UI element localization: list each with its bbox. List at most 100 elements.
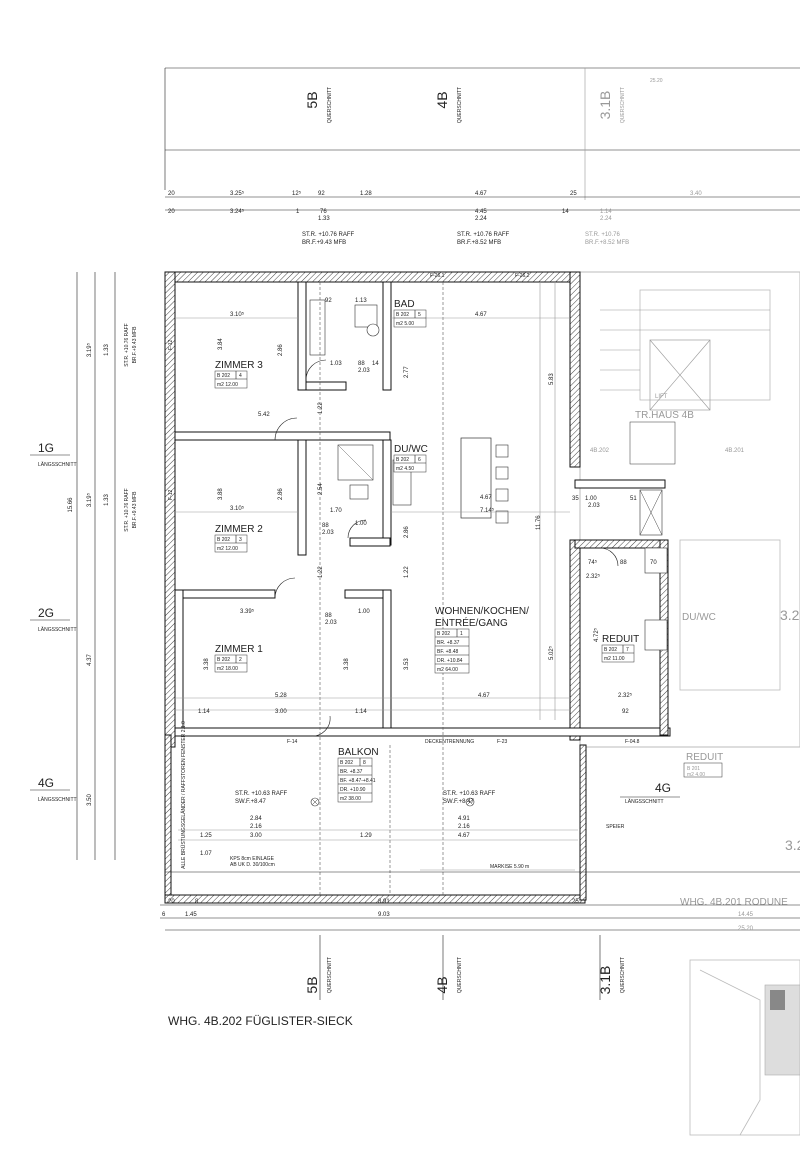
lift-label: LIFT <box>655 394 668 400</box>
td4: 92 <box>318 191 325 197</box>
left-total: 15.66 <box>68 497 74 513</box>
room-zimmer3: ZIMMER 3 B 202 4 m2 12.00 <box>214 360 263 389</box>
bottom-dimensions: 20 8 8.91 25 6 1.45 9.03 14.45 25.20 <box>160 871 800 932</box>
zimmer1-id: B 202 <box>217 657 230 663</box>
room-balkon: BALKON B 202 8 BR. +8.37 BF. +8.47-+8.41… <box>337 747 379 803</box>
d-z3384: 3.84 <box>218 338 224 350</box>
bk-speier: SPEIER <box>606 824 625 830</box>
d-114a: 1.14 <box>198 709 210 715</box>
neighbor-4b201: 4B.201 <box>725 448 745 454</box>
wohnen-dr: DR. +10.84 <box>437 658 463 664</box>
zimmer2-id: B 202 <box>217 537 230 543</box>
d-red88: 88 <box>620 560 627 566</box>
kitchen-island <box>460 437 492 519</box>
balkon-id: B 202 <box>340 760 353 766</box>
d-x203: 2.03 <box>588 503 600 509</box>
raff3b: BR.F.+8.52 MFB <box>585 240 629 246</box>
bk-d3: 3.00 <box>250 833 262 839</box>
raff1b: BR.F.+9.43 MFB <box>302 240 346 246</box>
duwc-id: B 202 <box>396 457 409 463</box>
d-583: 5.83 <box>549 373 555 385</box>
reduit2-area: m2 4.00 <box>687 772 705 778</box>
bd3: 8.91 <box>378 899 390 905</box>
d-1176: 11.76 <box>536 515 542 530</box>
d-114b: 1.14 <box>355 709 367 715</box>
axis-4b-bottom: 4B <box>434 976 450 993</box>
doors <box>274 359 619 737</box>
walls <box>164 271 671 904</box>
bk-d5: 4.91 <box>458 816 470 822</box>
bk-markise: MARKISE 5.90 m <box>490 864 529 870</box>
tag-f048: F-04.8 <box>625 739 640 745</box>
d-du170: 1.70 <box>330 508 342 514</box>
left-raff2b: BR.F.+9.43 MFB <box>132 491 138 528</box>
site-plan-inset <box>689 959 800 1136</box>
td12: 76 <box>320 209 327 215</box>
d-467c: 4.67 <box>478 693 490 699</box>
reduit-area: m2 11.00 <box>604 656 625 662</box>
room-zimmer1: ZIMMER 1 B 202 2 m2 18.00 <box>214 644 263 673</box>
d-z2388: 3.88 <box>218 488 224 500</box>
bad-name: BAD <box>394 299 415 310</box>
bk-d1: 2.84 <box>250 816 262 822</box>
d-122c: 1.22 <box>404 566 410 578</box>
wohnen-br: BR. +8.37 <box>437 640 460 646</box>
plan-title: WHG. 4B.202 FÜGLISTER-SIECK <box>168 1014 353 1028</box>
balkon-dr: DR. +10.90 <box>340 787 366 793</box>
bd6: 1.45 <box>185 912 197 918</box>
left-raff1b: BR.F.+9.43 MFB <box>132 326 138 363</box>
axis-4g-r: 4G <box>655 781 671 795</box>
wohnen-area: m2 64.00 <box>437 667 458 673</box>
bd1: 20 <box>168 899 175 905</box>
axis-32b-2: 3.2B <box>785 837 800 853</box>
d-z3w: 3.10⁵ <box>230 311 245 318</box>
laengs-4g-r: LÄNGSSCHNITT <box>625 798 664 805</box>
zimmer2-no: 3 <box>239 537 242 543</box>
ld1: 3.19⁵ <box>86 342 93 357</box>
d-bad88: 88 <box>358 361 365 367</box>
bk-d2: 2.16 <box>250 824 262 830</box>
axis-5b-bottom: 5B <box>304 976 320 993</box>
wohnen-bf: BF. +8.48 <box>437 649 458 655</box>
bad-id: B 202 <box>396 312 409 318</box>
zimmer1-no: 2 <box>239 657 242 663</box>
td8: 3.40 <box>690 191 702 197</box>
d-122b: 1.22 <box>318 566 324 578</box>
d-z1338b: 3.38 <box>344 658 350 670</box>
wohnen-id: B 202 <box>437 631 450 637</box>
top-total: 25.20 <box>650 78 663 84</box>
ld2: 1.33 <box>104 344 110 356</box>
zimmer1-name: ZIMMER 1 <box>215 644 263 655</box>
querschnitt-5b-bottom: QUERSCHNITT <box>327 957 333 993</box>
duwc-area: m2 4.50 <box>396 466 414 472</box>
ld4: 1.33 <box>104 494 110 506</box>
left-dimensions: 15.66 3.19⁵ 1.33 3.19⁵ 1.33 4.37 3.50 ST… <box>30 272 138 860</box>
zimmer2-name: ZIMMER 2 <box>215 524 263 535</box>
balkon-area: m2 38.00 <box>340 796 361 802</box>
d-red70: 70 <box>650 560 657 566</box>
d-467b: 4.67 <box>480 495 492 501</box>
d-z2286: 2.86 <box>278 488 284 500</box>
parapet-note: ALLE BRÜSTUNGSGELÄNDER / RAFFSTOREN FENS… <box>180 721 187 869</box>
bk-note2: AB UK D. 30/100cm <box>230 862 275 868</box>
reduit2-label: REDUIT <box>686 752 723 763</box>
axis-4g-right: 4G LÄNGSSCHNITT <box>620 781 680 805</box>
bk-note1: KPS 8cm EINLAGE <box>230 856 275 862</box>
bd4: 25 <box>572 899 579 905</box>
bk-d7: 4.67 <box>458 833 470 839</box>
d-du203: 2.03 <box>322 530 334 536</box>
td7: 25 <box>570 191 577 197</box>
d-277: 2.77 <box>404 366 410 378</box>
d-z1203: 2.03 <box>325 620 337 626</box>
td10: 3.24⁵ <box>230 208 245 215</box>
d-du88: 88 <box>322 523 329 529</box>
tag-f261: F-26.1 <box>430 273 445 279</box>
raff1a: ST.R. +10.76 RAFF <box>302 232 355 238</box>
bk-d8: 1.25 <box>200 833 212 839</box>
bd7: 9.03 <box>378 912 390 918</box>
td6: 4.67 <box>475 191 487 197</box>
axis-4g: 4G <box>38 776 54 790</box>
d-red472: 4.72⁵ <box>593 627 600 642</box>
bk-d9: 1.07 <box>200 851 212 857</box>
